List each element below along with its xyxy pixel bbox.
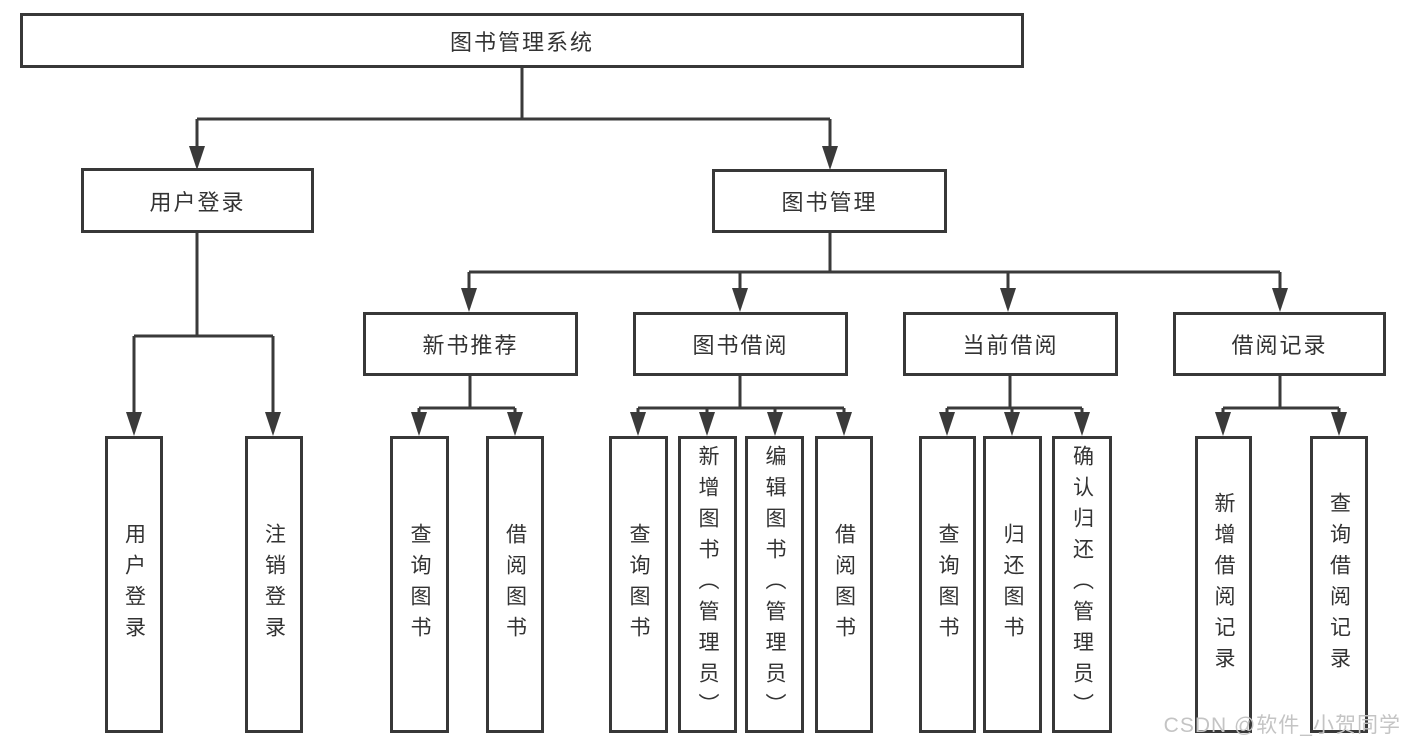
node-new-book-recommend: 新书推荐 — [363, 312, 578, 376]
node-user-login: 用户登录 — [81, 168, 314, 233]
leaf-borrow-books-recommend: 借阅图书 — [486, 436, 544, 733]
leaf-logout: 注销登录 — [245, 436, 303, 733]
node-label: 新书推荐 — [422, 333, 519, 358]
node-label: 归还图书 — [1001, 522, 1024, 647]
leaf-user-login: 用户登录 — [105, 436, 163, 733]
leaf-query-borrow-record: 查询借阅记录 — [1310, 436, 1368, 733]
arrowheads — [126, 146, 1347, 436]
node-label: 用户登录 — [122, 522, 146, 647]
leaf-query-books-current: 查询图书 — [919, 436, 976, 733]
node-label: 借阅记录 — [1231, 333, 1328, 358]
node-current-borrow: 当前借阅 — [903, 312, 1118, 376]
leaf-borrow-books: 借阅图书 — [815, 436, 873, 733]
node-label: 借阅图书 — [832, 522, 856, 647]
node-label: 新增图书（管理员） — [696, 445, 719, 724]
leaf-query-books-borrow: 查询图书 — [609, 436, 668, 733]
node-book-management: 图书管理 — [712, 169, 947, 233]
node-label: 确认归还（管理员） — [1070, 445, 1094, 724]
node-label: 用户登录 — [149, 189, 246, 215]
node-book-borrow: 图书借阅 — [633, 312, 848, 376]
node-root: 图书管理系统 — [20, 13, 1024, 68]
node-label: 当前借阅 — [962, 333, 1059, 358]
node-label: 新增借阅记录 — [1212, 491, 1235, 678]
node-label: 图书管理 — [781, 190, 878, 215]
node-label: 编辑图书（管理员） — [763, 445, 786, 724]
node-label: 查询图书 — [408, 522, 431, 647]
node-label: 借阅图书 — [503, 522, 527, 647]
leaf-query-books-recommend: 查询图书 — [390, 436, 449, 733]
node-label: 图书管理系统 — [449, 29, 594, 55]
leaf-add-books-admin: 新增图书（管理员） — [678, 436, 737, 733]
node-borrow-records: 借阅记录 — [1173, 312, 1386, 376]
leaf-edit-books-admin: 编辑图书（管理员） — [745, 436, 804, 733]
node-label: 图书借阅 — [692, 333, 789, 358]
node-label: 查询借阅记录 — [1327, 491, 1351, 678]
leaf-confirm-return-admin: 确认归还（管理员） — [1052, 436, 1112, 733]
node-label: 注销登录 — [262, 522, 286, 647]
leaf-return-books: 归还图书 — [983, 436, 1042, 733]
node-label: 查询图书 — [627, 522, 650, 647]
watermark: CSDN @软件_小贺同学 — [1163, 714, 1401, 737]
node-label: 查询图书 — [936, 522, 959, 647]
leaf-add-borrow-record: 新增借阅记录 — [1195, 436, 1252, 733]
